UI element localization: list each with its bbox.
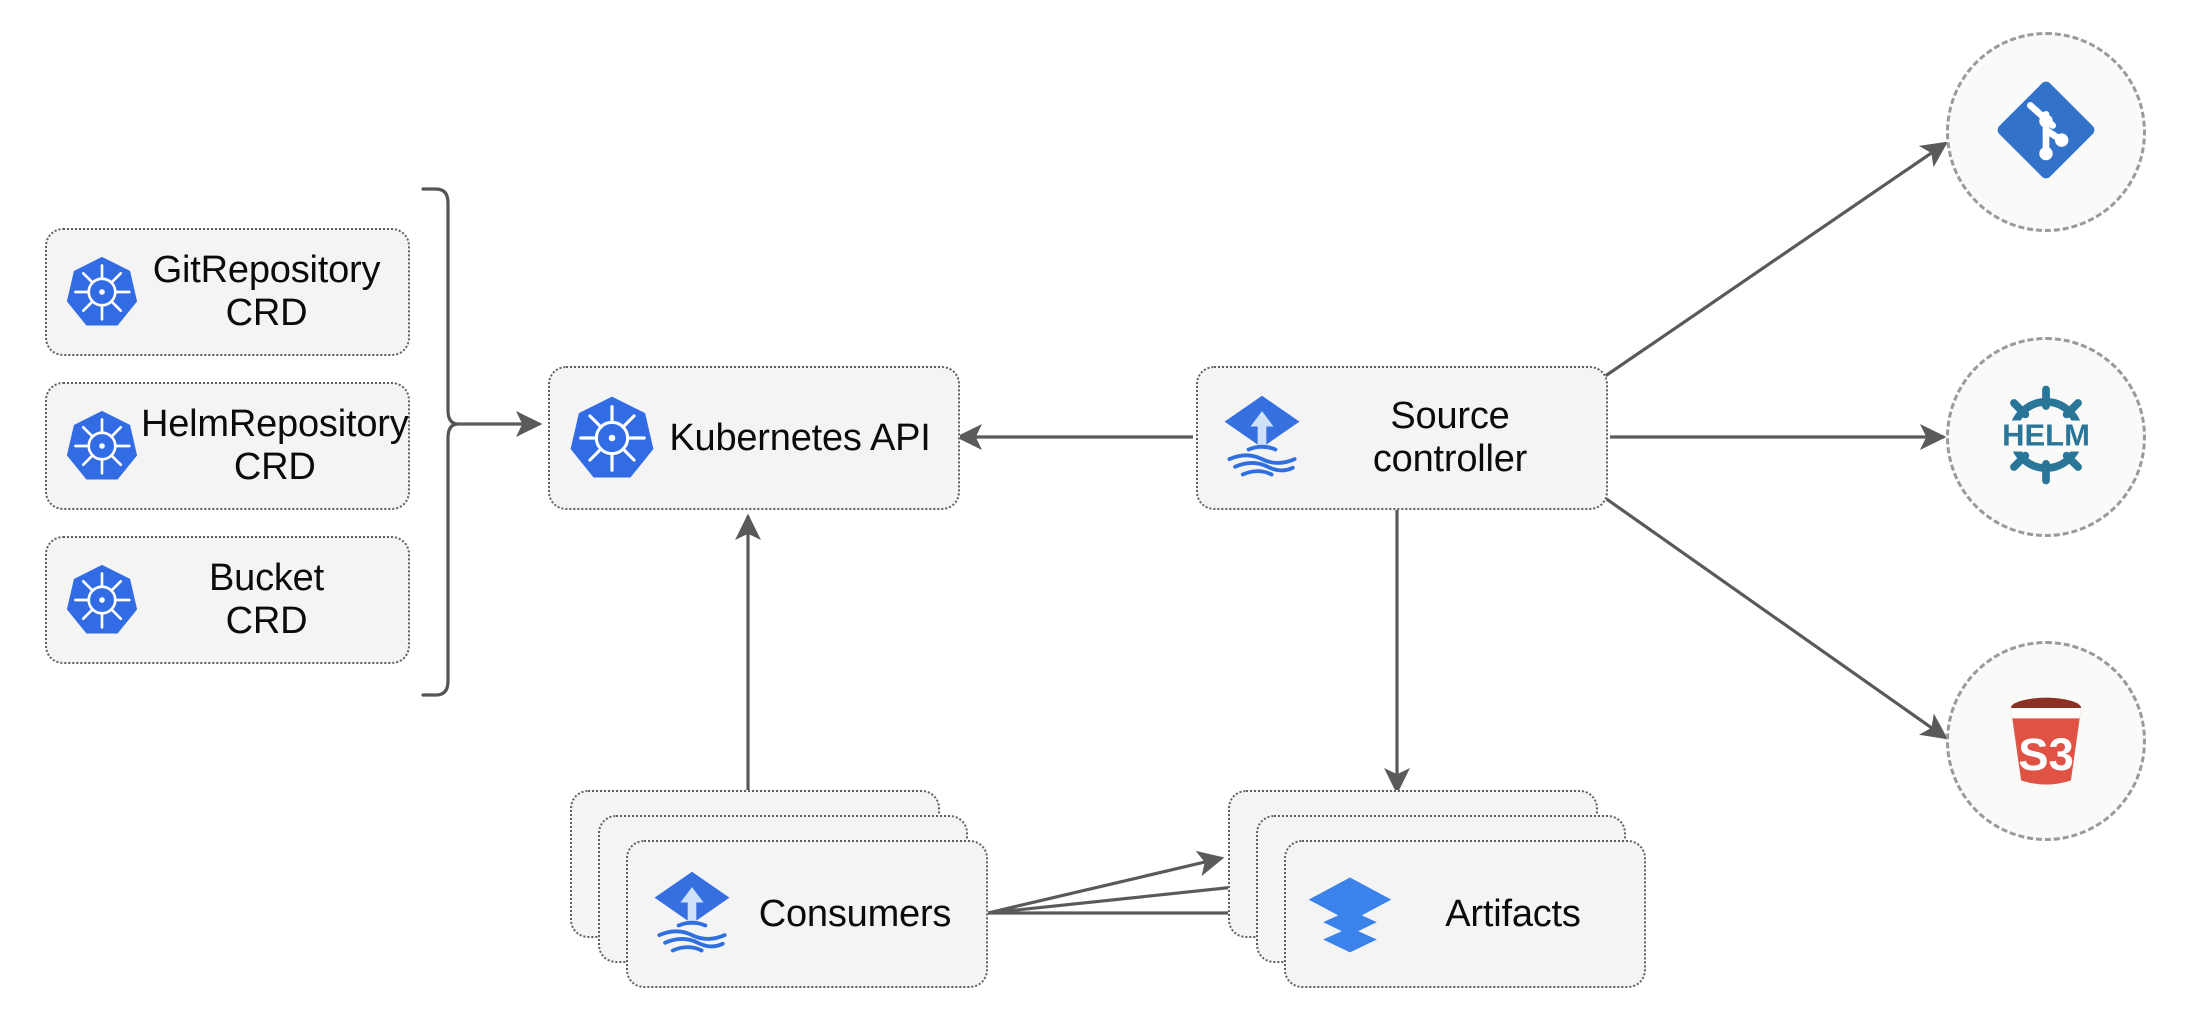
provider-circle-helm[interactable]: HELM xyxy=(1946,337,2146,537)
node-label-source-controller: Source controller xyxy=(1372,395,1528,480)
provider-circle-s3[interactable]: S3 xyxy=(1946,641,2146,841)
kubernetes-icon xyxy=(63,561,141,639)
provider-circle-git[interactable] xyxy=(1946,32,2146,232)
crd-card-label: GitRepository CRD xyxy=(152,249,381,334)
crd-card-bucket[interactable]: Bucket CRD xyxy=(45,536,410,664)
node-artifacts[interactable]: Artifacts xyxy=(1284,840,1646,988)
edge-source-to-s3 xyxy=(1597,491,1948,740)
helm-label: HELM xyxy=(2002,417,2090,452)
kubernetes-icon xyxy=(566,392,658,484)
flux-icon xyxy=(1214,390,1310,486)
edge-consumers-to-artifacts-mid xyxy=(987,874,1257,915)
edge-consumers-to-artifacts-top xyxy=(987,850,1225,915)
helm-icon: HELM xyxy=(1984,373,2108,502)
edge-source-to-git xyxy=(1597,141,1948,383)
crd-card-gitrepository[interactable]: GitRepository CRD xyxy=(45,228,410,356)
flux-icon xyxy=(644,866,740,962)
git-icon xyxy=(1990,74,2102,191)
node-label-kubernetes-api: Kubernetes API xyxy=(669,416,931,459)
kubernetes-icon xyxy=(63,253,141,331)
node-consumers[interactable]: Consumers xyxy=(626,840,988,988)
s3-icon: S3 xyxy=(1984,677,2108,806)
s3-label: S3 xyxy=(2018,729,2074,780)
node-source-controller[interactable]: Source controller xyxy=(1196,366,1608,510)
node-kubernetes-api[interactable]: Kubernetes API xyxy=(548,366,960,510)
kubernetes-icon xyxy=(63,407,141,485)
crd-card-helmrepository[interactable]: HelmRepository CRD xyxy=(45,382,410,510)
crd-card-label: HelmRepository CRD xyxy=(141,403,409,488)
crd-group-bracket xyxy=(421,187,459,697)
layers-icon xyxy=(1302,866,1398,962)
node-label-consumers: Consumers xyxy=(758,892,952,935)
node-label-artifacts: Artifacts xyxy=(1445,892,1581,935)
crd-card-label: Bucket CRD xyxy=(209,557,324,642)
